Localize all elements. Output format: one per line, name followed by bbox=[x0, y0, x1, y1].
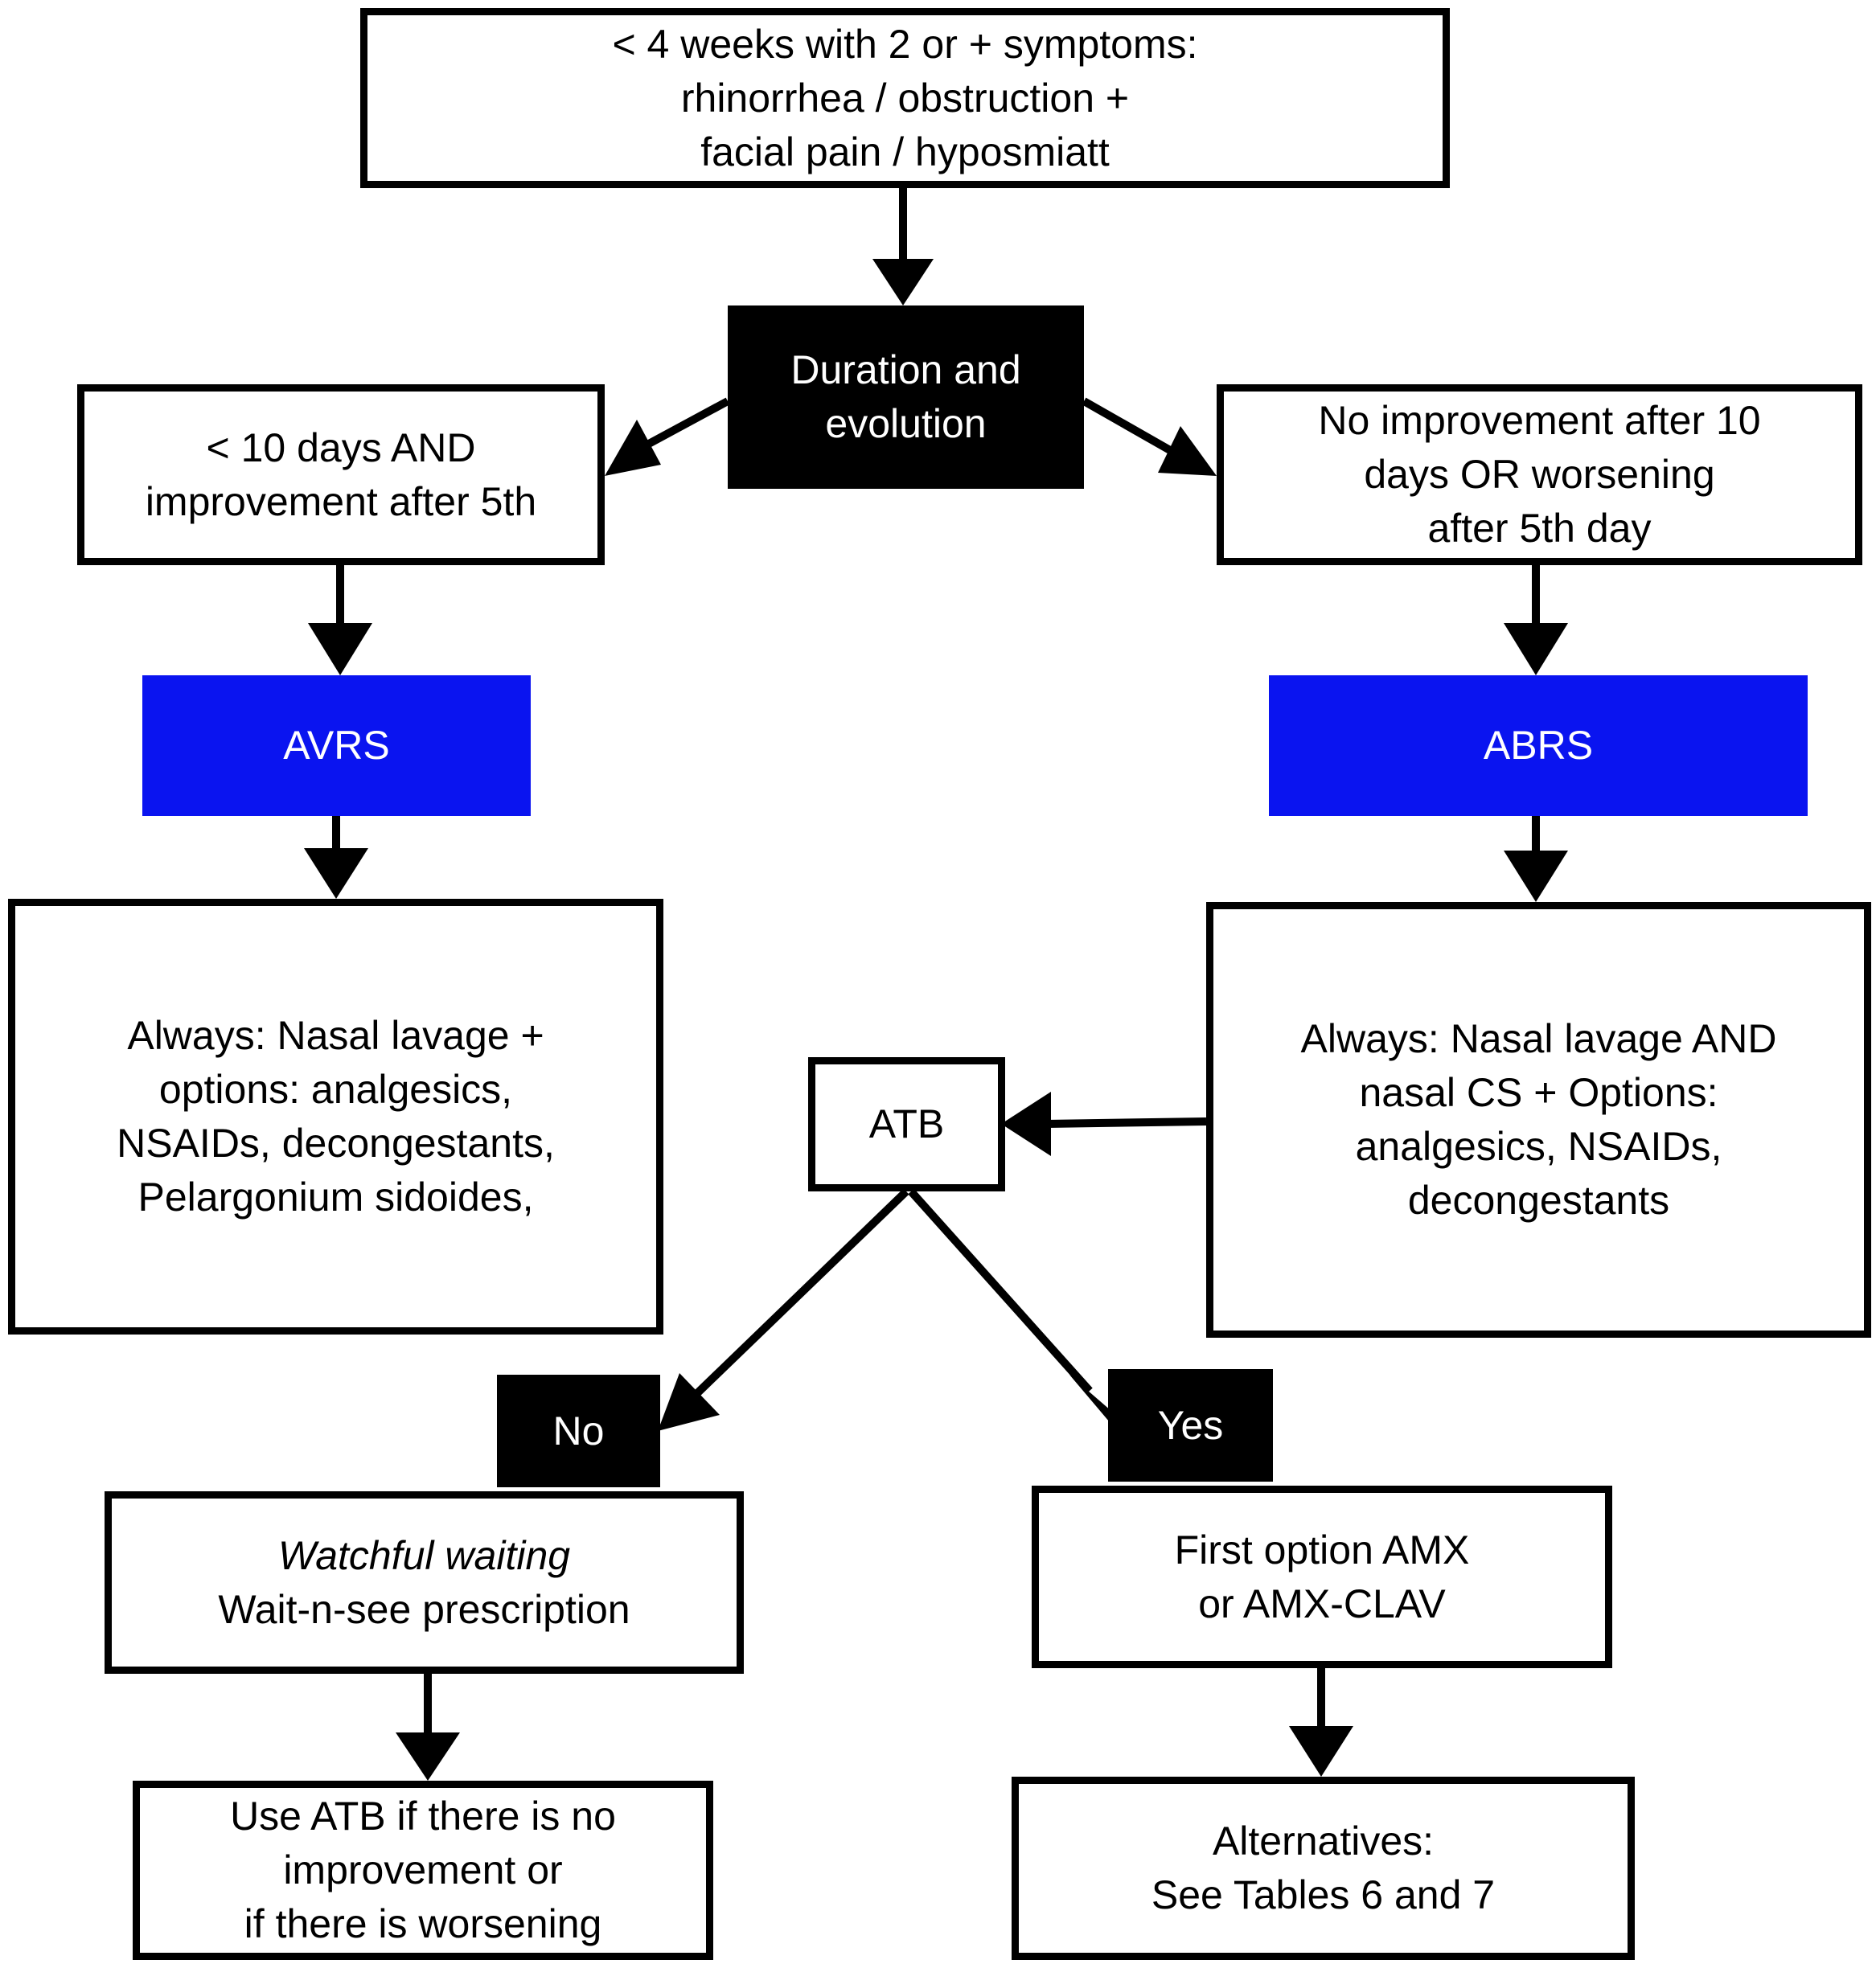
no-box: No bbox=[497, 1375, 660, 1487]
duration-evolution-box: Duration and evolution bbox=[728, 305, 1084, 489]
atb-box: ATB bbox=[808, 1057, 1005, 1191]
avrs-treatment-line-4: Pelargonium sidoides, bbox=[138, 1175, 534, 1220]
arrowhead-start-to-duration bbox=[872, 259, 934, 305]
duration-line-1: Duration and bbox=[790, 347, 1021, 392]
avrs-label: AVRS bbox=[283, 723, 390, 768]
arrow-duration-to-left bbox=[645, 397, 730, 449]
right-criteria-line-1: No improvement after 10 bbox=[1318, 398, 1761, 443]
arrow-atb-to-yes bbox=[908, 1188, 1093, 1394]
abrs-treatment-line-1: Always: Nasal lavage AND bbox=[1300, 1016, 1777, 1061]
arrowhead-to-no bbox=[658, 1373, 720, 1431]
right-criteria-box: No improvement after 10 days OR worsenin… bbox=[1217, 384, 1862, 565]
abrs-treatment-line-4: decongestants bbox=[1407, 1178, 1670, 1223]
abrs-treatment-line-3: analgesics, NSAIDs, bbox=[1355, 1124, 1722, 1169]
arrowhead-to-yes bbox=[1069, 1375, 1114, 1427]
first-option-line-1: First option AMX bbox=[1174, 1527, 1470, 1572]
arrowhead-to-atb bbox=[1001, 1092, 1051, 1156]
abrs-box: ABRS bbox=[1269, 675, 1808, 816]
watchful-line-2: Wait-n-see prescription bbox=[218, 1586, 630, 1632]
alternatives-line-2: See Tables 6 and 7 bbox=[1151, 1872, 1496, 1917]
start-line-2: rhinorrhea / obstruction + bbox=[680, 75, 1130, 121]
arrowhead-to-alternatives bbox=[1289, 1726, 1353, 1777]
no-label: No bbox=[552, 1408, 605, 1454]
alternatives-box: Alternatives: See Tables 6 and 7 bbox=[1012, 1777, 1635, 1960]
arrowhead-right-to-abrs bbox=[1504, 623, 1568, 675]
watchful-line-1: Watchful waiting bbox=[277, 1532, 571, 1578]
arrow-atb-to-no bbox=[692, 1188, 909, 1398]
avrs-treatment-line-2: options: analgesics, bbox=[158, 1067, 513, 1112]
avrs-treatment-box: Always: Nasal lavage + options: analgesi… bbox=[8, 899, 663, 1335]
avrs-treatment-line-1: Always: Nasal lavage + bbox=[127, 1013, 544, 1058]
first-option-line-2: or AMX-CLAV bbox=[1198, 1581, 1446, 1626]
start-line-1: < 4 weeks with 2 or + symptoms: bbox=[612, 21, 1198, 67]
arrow-abrs-treatment-to-atb bbox=[1045, 1117, 1207, 1128]
arrowhead-to-use-atb bbox=[396, 1732, 460, 1781]
yes-box: Yes bbox=[1108, 1369, 1273, 1482]
use-atb-line-1: Use ATB if there is no bbox=[230, 1794, 616, 1839]
arrowhead-abrs-to-treatment bbox=[1504, 851, 1568, 902]
abrs-treatment-line-2: nasal CS + Options: bbox=[1359, 1070, 1718, 1115]
alternatives-line-1: Alternatives: bbox=[1212, 1818, 1435, 1864]
left-criteria-line-1: < 10 days AND bbox=[206, 424, 476, 470]
start-line-3: facial pain / hyposmiatt bbox=[700, 129, 1110, 174]
arrow-duration-to-right bbox=[1082, 397, 1172, 454]
duration-line-2: evolution bbox=[825, 401, 987, 446]
right-criteria-line-2: days OR worsening bbox=[1364, 452, 1715, 497]
watchful-waiting-box: Watchful waiting Wait-n-see prescription bbox=[105, 1491, 744, 1674]
yes-label: Yes bbox=[1157, 1402, 1224, 1448]
right-criteria-line-3: after 5th day bbox=[1427, 506, 1652, 551]
left-criteria-box: < 10 days AND improvement after 5th bbox=[77, 384, 605, 565]
abrs-treatment-box: Always: Nasal lavage AND nasal CS + Opti… bbox=[1206, 902, 1871, 1338]
arrowhead-duration-to-right bbox=[1158, 426, 1217, 476]
use-atb-box: Use ATB if there is no improvement or if… bbox=[133, 1781, 713, 1960]
first-option-box: First option AMX or AMX-CLAV bbox=[1032, 1486, 1612, 1668]
use-atb-line-3: if there is worsening bbox=[244, 1901, 602, 1946]
left-criteria-line-2: improvement after 5th bbox=[145, 478, 537, 524]
arrowhead-left-to-avrs bbox=[308, 623, 372, 675]
avrs-treatment-line-3: NSAIDs, decongestants, bbox=[117, 1121, 555, 1166]
start-criteria-box: < 4 weeks with 2 or + symptoms: rhinorrh… bbox=[360, 8, 1450, 188]
use-atb-line-2: improvement or bbox=[283, 1847, 563, 1892]
arrowhead-duration-to-left bbox=[605, 420, 661, 476]
avrs-box: AVRS bbox=[142, 675, 531, 816]
arrowhead-avrs-to-treatment bbox=[304, 848, 368, 899]
abrs-label: ABRS bbox=[1483, 723, 1594, 768]
atb-label: ATB bbox=[868, 1101, 945, 1146]
